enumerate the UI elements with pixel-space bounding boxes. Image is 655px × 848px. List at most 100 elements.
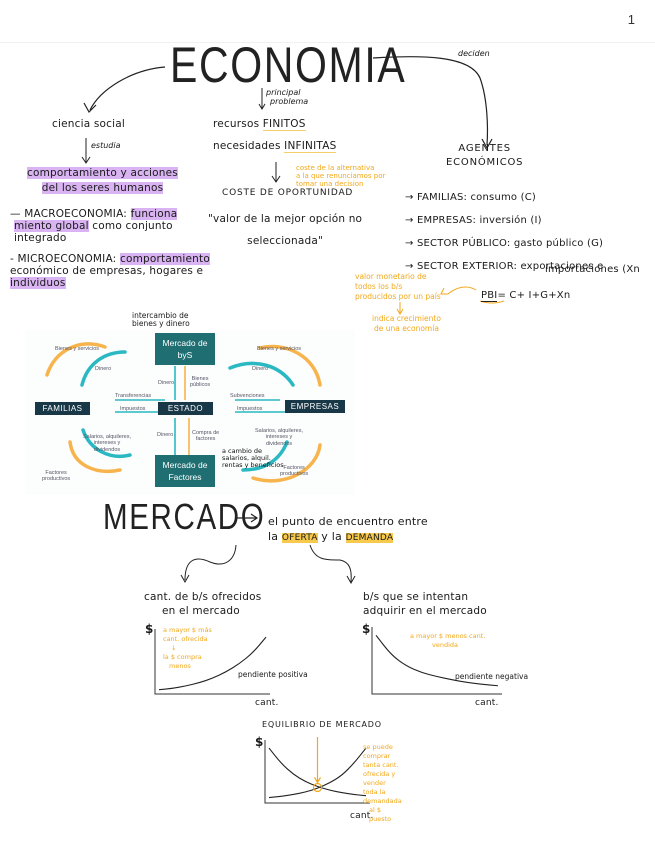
micro-term: - MICROECONOMIA: (10, 253, 120, 265)
pbi-sub-line2: de una economía (374, 324, 439, 333)
eq-note-5: al $ puesto (369, 806, 392, 823)
eq-note-3: ofrecida y vender (363, 770, 396, 787)
oferta-desc-line1: cant. de b/s ofrecidos (144, 591, 262, 603)
label-factores-right: Factores productivos (280, 465, 308, 478)
agente-item: → EMPRESAS: inversión (I) (405, 215, 542, 226)
agente-item: → SECTOR EXTERIOR: exportaciones e (405, 261, 604, 272)
economia-arrows (81, 56, 493, 183)
label-compra-2: factores (195, 436, 216, 443)
comportamiento-line2: del los seres humanos (41, 182, 164, 194)
equilibrio-title: EQUILIBRIO DE MERCADO (262, 720, 382, 729)
oferta-annotation: pendiente positiva (238, 670, 308, 679)
demanda-curve (268, 747, 367, 797)
mercado-title: MERCADO (103, 496, 266, 537)
label-factores-left-1: Factores (45, 470, 67, 476)
oferta-ylabel: $ (145, 622, 154, 636)
pbi-label: PBI (481, 290, 498, 302)
estudia-label: estudia (91, 141, 121, 150)
label-bienes-publicos-1: Bienes (191, 376, 209, 382)
label-salarios-left-1: Salarios, alquileres, (83, 434, 131, 440)
micro-line2: económico de empresas, hogares e (10, 265, 204, 277)
macro-line3: integrado (14, 232, 67, 244)
coste-def-line2: seleccionada" (247, 235, 323, 247)
demanda-chart: $ cant. pendiente negativa a mayor $ men… (360, 622, 528, 712)
demanda-ylabel: $ (362, 622, 371, 636)
demanda-desc-line1: b/s que se intentan (363, 591, 469, 603)
demanda-chart-svg (371, 627, 502, 695)
equilibrio-xlabel: cant. (350, 811, 374, 821)
node-factores-line1: Mercado de (162, 460, 208, 470)
microeconomia-block: - MICROECONOMIA: comportamiento económic… (10, 253, 210, 289)
node-estado: ESTADO (158, 402, 213, 415)
ciencia-social: ciencia social (52, 118, 126, 130)
node-familias: FAMILIAS (35, 402, 90, 415)
eq-note-2: tanta cant. (363, 761, 399, 769)
label-factores-left-2: productivos (42, 476, 71, 483)
label-dinero-up: Dinero (158, 380, 175, 386)
comportamiento-line1: comportamiento y acciones (27, 167, 178, 179)
oferta-xlabel: cant. (255, 698, 279, 708)
label-salarios-left-3: dividendos (93, 446, 121, 453)
pbi-note-line1: valor monetario de (355, 272, 427, 281)
label-salarios-right: Salarios, alquileres, intereses y divide… (255, 428, 303, 447)
pbi-rest: = C+ I+G+Xn (497, 290, 571, 301)
agentes-cont: importaciones (Xn (545, 264, 640, 275)
agentes-line2: ECONÓMICOS (446, 157, 524, 168)
coste-definition: "valor de la mejor opción no seleccionad… (208, 208, 362, 252)
mercado-def-mid: y la (317, 530, 346, 543)
agente-sector-publico: SECTOR PÚBLICO: gasto público (G) (416, 238, 604, 249)
agentes-economicos-heading: AGENTES ECONÓMICOS (446, 142, 523, 170)
label-impuestos-left: Impuestos (120, 406, 146, 412)
label-subvenciones: Subvenciones (230, 393, 265, 399)
label-dinero-right: Dinero (252, 366, 269, 372)
agente-empresas: EMPRESAS: inversión (I) (416, 215, 542, 226)
equilibrio-ylabel: $ (255, 735, 264, 749)
eq-note-1: se puede comprar (363, 743, 393, 760)
demanda-note-2: vendida (432, 641, 459, 649)
label-factores-left: Factores productivos (42, 470, 70, 483)
diagram-note-1: a cambio de (222, 447, 263, 455)
demanda-notes: a mayor $ menos cant. vendida (410, 632, 485, 650)
page-divider (0, 42, 655, 43)
pbi-arrows (396, 286, 505, 315)
label-dinero-down: Dinero (157, 432, 174, 438)
oferta-chart-svg (154, 629, 270, 695)
macro-hl1: funciona (130, 208, 178, 220)
diagram-handwritten-note: a cambio de salarios, alquil. rentas y b… (222, 448, 284, 468)
flow-arrows (45, 342, 322, 483)
agente-item: → SECTOR PÚBLICO: gasto público (G) (405, 238, 604, 249)
agentes-list: → FAMILIAS: consumo (C) → EMPRESAS: inve… (405, 186, 603, 278)
pbi-note-line3: producidos por un país (355, 292, 441, 301)
mercado-definition: el punto de encuentro entre la OFERTA y … (268, 514, 428, 546)
label-salarios-right-2: intereses y (265, 434, 293, 441)
node-empresas: EMPRESAS (285, 400, 345, 413)
demanda-description: b/s que se intentan adquirir en el merca… (363, 590, 487, 618)
diagram-heading: intercambio de bienes y dinero (132, 312, 190, 328)
coste-note-line1: coste de la alternativa (296, 164, 375, 172)
demanda-word: DEMANDA (345, 533, 394, 543)
label-factores-right-2: productivos (280, 471, 309, 478)
page-number: 1 (627, 12, 635, 27)
chart-axes (264, 740, 370, 804)
label-bienes-publicos-2: públicos (190, 382, 211, 389)
coste-def-line1: "valor de la mejor opción no (208, 213, 363, 225)
infinitas-word: INFINITAS (284, 140, 337, 153)
node-mercado-bys-line1: Mercado de (162, 338, 208, 348)
label-impuestos-right: Impuestos (237, 406, 263, 412)
pbi-sub-note: indica crecimiento de una economía (372, 314, 441, 334)
diagram-note-3: rentas y beneficios (222, 460, 284, 469)
equilibrio-chart-svg (264, 737, 370, 804)
macro-hl2: miento global (14, 220, 89, 232)
label-compra-1: Compra de (192, 430, 220, 436)
mercado-def-line1: el punto de encuentro entre (268, 515, 428, 528)
demanda-annotation: pendiente negativa (455, 672, 529, 681)
label-compra-factores: Compra de factores (192, 430, 219, 443)
principal-problema-label: principal problema (266, 88, 308, 106)
oferta-chart: $ cant. pendiente positiva a mayor $ más… (143, 622, 308, 712)
macro-term: — MACROECONOMIA: (10, 208, 131, 220)
mercado-arrows (180, 513, 356, 585)
economia-title: ECONOMIA (170, 37, 407, 93)
agente-item: → FAMILIAS: consumo (C) (405, 192, 537, 203)
label-bienes-servicios-left: Bienes y servicios (55, 346, 100, 352)
oferta-note-4: menos (169, 662, 191, 670)
